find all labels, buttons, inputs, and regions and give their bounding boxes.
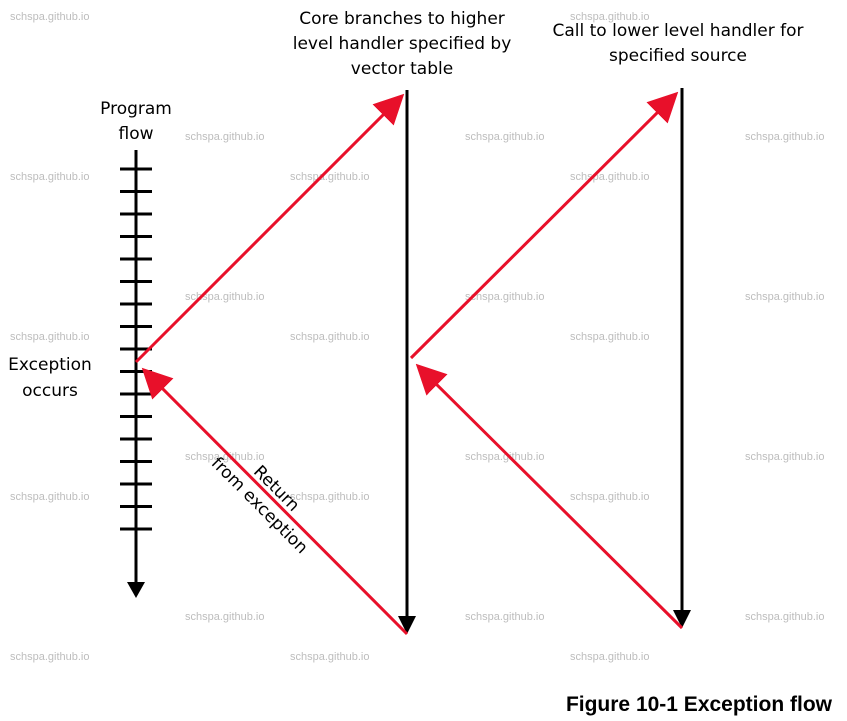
- exception-occurs-label-line2: occurs: [22, 381, 78, 401]
- watermark-text: schspa.github.io: [185, 611, 265, 623]
- watermark-text: schspa.github.io: [570, 491, 650, 503]
- return-from-exception-arrow: [141, 367, 409, 636]
- watermark-text: schspa.github.io: [185, 451, 265, 463]
- watermark-text: schspa.github.io: [465, 291, 545, 303]
- watermark-text: schspa.github.io: [10, 331, 90, 343]
- core-branches-label-line3: vector table: [351, 59, 453, 79]
- watermark-text: schspa.github.io: [290, 491, 370, 503]
- call-lower-label-line2: specified source: [609, 46, 747, 66]
- watermark-text: schspa.github.io: [290, 171, 370, 183]
- watermark-text: schspa.github.io: [570, 11, 650, 23]
- watermark-text: schspa.github.io: [465, 451, 545, 463]
- watermark-text: schspa.github.io: [10, 171, 90, 183]
- watermark-text: schspa.github.io: [570, 171, 650, 183]
- watermark-text: schspa.github.io: [465, 611, 545, 623]
- watermark-text: schspa.github.io: [185, 131, 265, 143]
- watermark-text: schspa.github.io: [570, 331, 650, 343]
- figure-caption: Figure 10-1 Exception flow: [566, 693, 833, 716]
- handler-execution-arrowhead: [398, 616, 416, 634]
- program-flow-label-line1: Program: [100, 99, 172, 119]
- watermark-text: schspa.github.io: [10, 11, 90, 23]
- watermark-text: schspa.github.io: [745, 611, 825, 623]
- core-branches-label-line1: Core branches to higher: [299, 9, 505, 29]
- core-branches-label: Core branches to higher level handler sp…: [293, 9, 512, 79]
- core-branches-label-line2: level handler specified by: [293, 34, 512, 54]
- program-flow-label-line2: flow: [118, 124, 153, 144]
- watermark-text: schspa.github.io: [745, 131, 825, 143]
- lower-handler-arrowhead: [673, 610, 691, 628]
- program-flow-label: Program flow: [100, 99, 172, 144]
- program-flow-arrowhead: [127, 582, 145, 598]
- watermark-text: schspa.github.io: [745, 291, 825, 303]
- watermark-text: schspa.github.io: [745, 451, 825, 463]
- call-lower-label: Call to lower level handler for specifie…: [552, 21, 803, 66]
- watermark-text: schspa.github.io: [290, 651, 370, 663]
- return-to-higher-handler-arrow: [415, 363, 684, 630]
- exception-occurs-label-line1: Exception: [8, 355, 92, 375]
- watermark-text: schspa.github.io: [10, 491, 90, 503]
- watermark-text: schspa.github.io: [10, 651, 90, 663]
- call-lower-handler-arrow: [409, 91, 679, 360]
- watermark-text: schspa.github.io: [570, 651, 650, 663]
- call-lower-label-line1: Call to lower level handler for: [552, 21, 803, 41]
- watermark-text: schspa.github.io: [290, 331, 370, 343]
- exception-occurs-label: Exception occurs: [8, 355, 92, 401]
- watermark-text: schspa.github.io: [465, 131, 545, 143]
- exception-entry-arrow: [134, 93, 405, 364]
